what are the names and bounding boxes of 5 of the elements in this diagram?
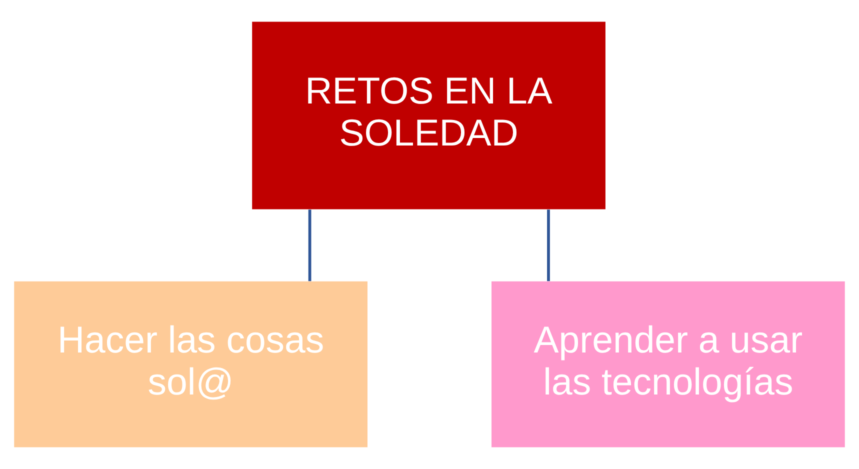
connector [547, 210, 550, 282]
connector [308, 210, 312, 282]
node-box: RETOS EN LA SOLEDAD [252, 22, 606, 210]
node-box: Hacer las cosas sol@ [14, 281, 368, 448]
node-box: Aprender a usar las tecnologías [492, 281, 845, 448]
